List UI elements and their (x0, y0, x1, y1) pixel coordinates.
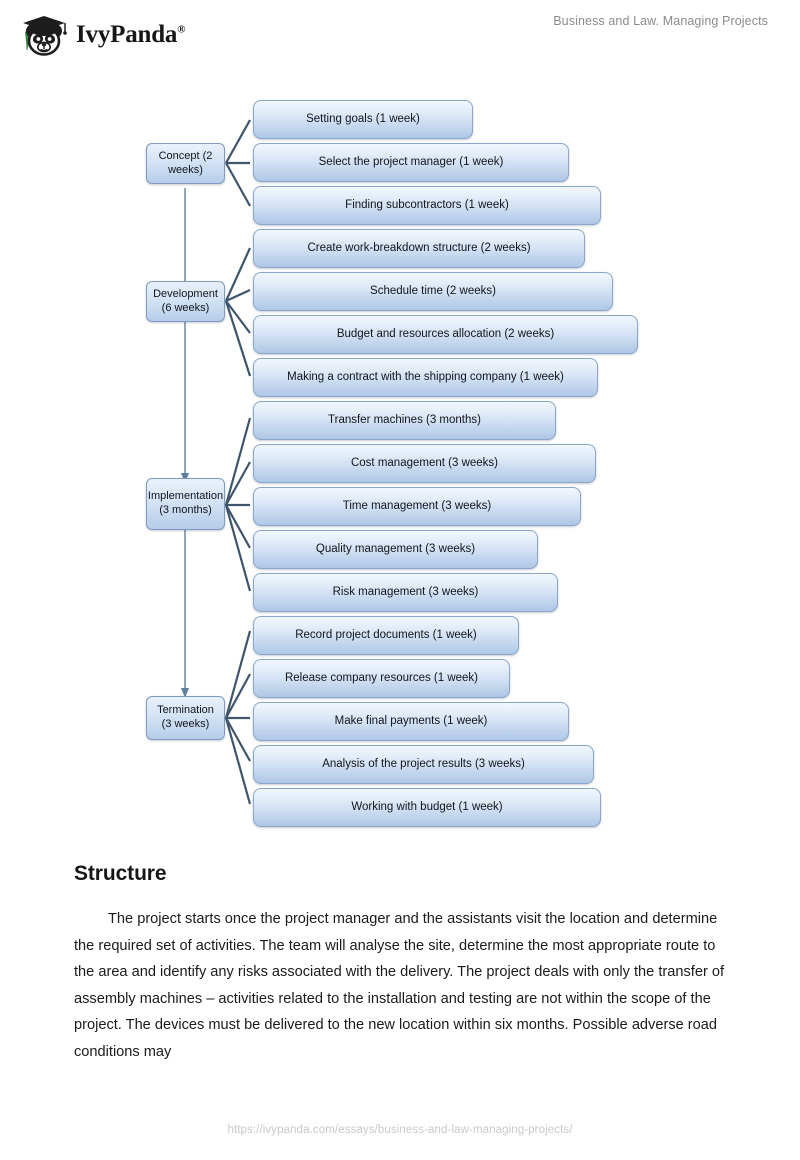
task-label: Record project documents (1 week) (295, 629, 477, 642)
task-label: Budget and resources allocation (2 weeks… (336, 328, 555, 341)
task-label: Quality management (3 weeks) (315, 543, 476, 556)
task-label: Schedule time (2 weeks) (370, 285, 496, 298)
page-footer: https://ivypanda.com/essays/business-and… (0, 1120, 800, 1138)
implementation-branches (224, 417, 252, 592)
task-label: Cost management (3 weeks) (350, 457, 498, 470)
panda-graduate-logo-icon (23, 16, 67, 56)
task-node[interactable]: Make final payments (1 week) (253, 702, 569, 741)
concept-branches (225, 119, 251, 207)
section-heading: Structure (74, 862, 167, 885)
body-paragraph: The project starts once the project mana… (74, 911, 725, 1060)
brand-logo-block: IvyPanda® (16, 10, 185, 58)
phase-label: Concept (2 weeks) (158, 149, 213, 176)
flowchart-connectors (181, 119, 252, 805)
task-node[interactable]: Transfer machines (3 months) (253, 401, 556, 440)
registered-mark: ® (177, 23, 186, 36)
brand-name: IvyPanda® (76, 22, 185, 47)
task-label: Risk management (3 weeks) (332, 586, 479, 599)
brand-name-text: IvyPanda (76, 20, 178, 48)
task-node[interactable]: Select the project manager (1 week) (253, 143, 569, 182)
task-node[interactable]: Working with budget (1 week) (253, 788, 601, 827)
task-label: Time management (3 weeks) (342, 500, 492, 513)
page-header: IvyPanda® Business and Law. Managing Pro… (0, 0, 800, 68)
development-branches (224, 247, 252, 377)
task-node[interactable]: Schedule time (2 weeks) (253, 272, 613, 311)
task-label: Transfer machines (3 months) (328, 414, 481, 427)
task-node[interactable]: Quality management (3 weeks) (253, 530, 538, 569)
phase-label: Termination (3 weeks) (157, 704, 214, 730)
task-label: Analysis of the project results (3 weeks… (322, 758, 525, 771)
phase-label: Implementation (3 months) (147, 490, 224, 516)
task-node[interactable]: Making a contract with the shipping comp… (253, 358, 598, 397)
project-phases-flowchart: Concept (2 weeks) Development (6 weeks) … (0, 88, 800, 833)
phase-label: Development (6 weeks) (153, 287, 218, 314)
phase-node-termination[interactable]: Termination (3 weeks) (146, 696, 225, 740)
task-node[interactable]: Record project documents (1 week) (253, 616, 519, 655)
document-title: Business and Law. Managing Projects (553, 14, 768, 28)
task-label: Release company resources (1 week) (284, 672, 479, 685)
task-label: Setting goals (1 week) (306, 113, 420, 126)
task-node[interactable]: Cost management (3 weeks) (253, 444, 596, 483)
source-url[interactable]: https://ivypanda.com/essays/business-and… (227, 1124, 573, 1136)
phase-node-development[interactable]: Development (6 weeks) (146, 281, 225, 322)
termination-branches (224, 630, 252, 805)
task-label: Working with budget (1 week) (351, 801, 503, 814)
task-node[interactable]: Time management (3 weeks) (253, 487, 581, 526)
task-node[interactable]: Setting goals (1 week) (253, 100, 473, 139)
task-node[interactable]: Create work-breakdown structure (2 weeks… (253, 229, 585, 268)
phase-node-implementation[interactable]: Implementation (3 months) (146, 478, 225, 530)
phase-node-concept[interactable]: Concept (2 weeks) (146, 143, 225, 184)
task-node[interactable]: Risk management (3 weeks) (253, 573, 558, 612)
task-node[interactable]: Finding subcontractors (1 week) (253, 186, 601, 225)
article-content: Structure The project starts once the pr… (74, 862, 726, 1065)
task-label: Create work-breakdown structure (2 weeks… (307, 242, 531, 255)
task-label: Finding subcontractors (1 week) (345, 199, 509, 212)
task-node[interactable]: Budget and resources allocation (2 weeks… (253, 315, 638, 354)
task-node[interactable]: Analysis of the project results (3 weeks… (253, 745, 594, 784)
task-label: Select the project manager (1 week) (318, 156, 504, 169)
task-node[interactable]: Release company resources (1 week) (253, 659, 510, 698)
task-label: Make final payments (1 week) (334, 715, 488, 728)
task-label: Making a contract with the shipping comp… (287, 371, 564, 384)
